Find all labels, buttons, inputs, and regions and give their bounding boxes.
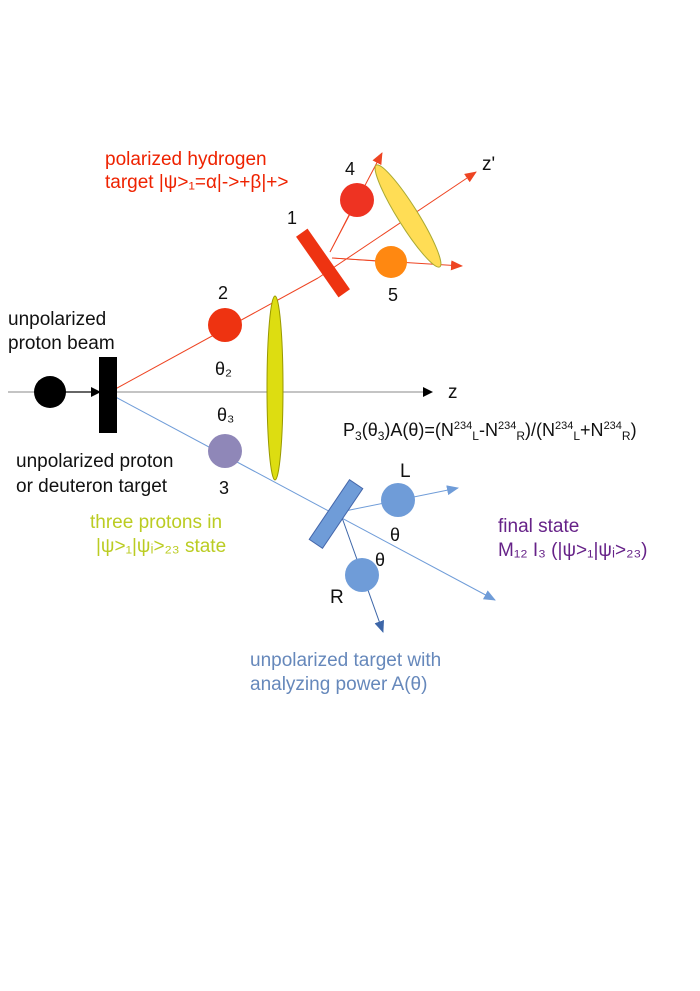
label-5: 5	[388, 285, 398, 305]
z-prime-axis-label: z'	[482, 154, 495, 175]
beam-label-2: proton beam	[8, 333, 115, 354]
label-2: 2	[218, 283, 228, 303]
three-protons-label-1: three protons in	[90, 512, 222, 533]
unpol-target-label-2: or deuteron target	[16, 476, 168, 497]
theta-R-label: θ	[375, 550, 385, 570]
blue-track-to-analyzer	[107, 392, 496, 601]
theta3-label: θ₃	[217, 405, 234, 425]
label-4: 4	[345, 159, 355, 179]
z-prime-axis-line	[317, 171, 477, 279]
proton-2-ball	[208, 308, 242, 342]
final-state-label-1: final state	[498, 516, 579, 537]
unpol-target-label-1: unpolarized proton	[16, 451, 173, 472]
three-protons-ellipse	[266, 295, 284, 481]
polarized-scatter-ellipse	[374, 164, 442, 268]
L-ball	[381, 483, 415, 517]
label-1: 1	[287, 208, 297, 228]
theta2-label: θ₂	[215, 359, 232, 379]
three-protons-label-2: |ψ>₁|ψᵢ>₂₃ state	[96, 536, 226, 557]
polarized-target-label-1: polarized hydrogen	[105, 149, 267, 170]
unpolarized-target-bar	[99, 357, 117, 433]
R-label: R	[330, 587, 344, 608]
R-ball	[345, 558, 379, 592]
beam-proton-ball	[34, 376, 66, 408]
analyzing-label-1: unpolarized target with	[250, 650, 441, 671]
analyzing-label-2: analyzing power A(θ)	[250, 674, 427, 695]
proton-3-ball	[208, 434, 242, 468]
label-3: 3	[219, 478, 229, 498]
L-label: L	[400, 461, 411, 482]
analyzer-target-bar	[308, 478, 364, 550]
final-state-label-2: M₁₂ I₃ (|ψ>₁|ψᵢ>₂₃)	[498, 540, 648, 561]
formula: P3(θ3)A(θ)=(N234L-N234R)/(N234L+N234R)	[343, 420, 637, 443]
proton-4-ball	[340, 183, 374, 217]
beam-label-1: unpolarized	[8, 309, 106, 330]
z-axis-label: z	[448, 382, 458, 403]
polarized-target-bar	[296, 228, 350, 298]
theta-L-label: θ	[390, 525, 400, 545]
polarized-target-label-2: target |ψ>₁=α|->+β|+>	[105, 172, 288, 193]
proton-5-ball	[375, 246, 407, 278]
